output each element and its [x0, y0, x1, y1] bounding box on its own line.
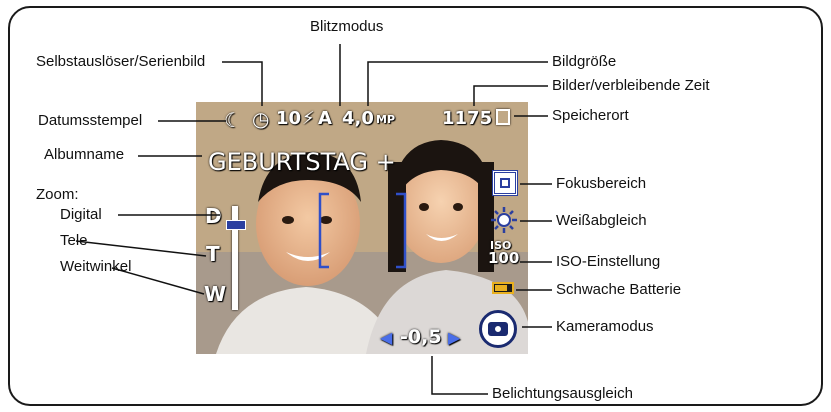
label-picture-size: Bildgröße	[552, 53, 617, 70]
label-album-name: Albumname	[44, 146, 125, 163]
zoom-level-indicator	[226, 220, 246, 231]
label-focus-area: Fokusbereich	[556, 175, 647, 192]
exposure-increase-arrow: ▶	[448, 328, 461, 347]
label-exposure-compensation: Belichtungsausgleich	[492, 385, 633, 402]
date-stamp-icon: ☾	[224, 108, 242, 132]
focus-bracket-right	[396, 192, 407, 269]
camera-mode-icon	[479, 310, 517, 348]
storage-card-icon	[496, 109, 510, 125]
label-pictures-time-remaining: Bilder/verbleibende Zeit	[552, 77, 710, 94]
self-timer-count: 10	[276, 108, 302, 129]
label-low-battery: Schwache Batterie	[556, 281, 682, 298]
label-zoom-tele: Tele	[60, 232, 88, 249]
exposure-value: -0,5	[400, 326, 442, 348]
low-battery-icon	[492, 282, 514, 294]
iso-label: ISO	[490, 239, 512, 252]
label-iso-setting: ISO-Einstellung	[556, 253, 661, 270]
focus-area-icon	[492, 170, 518, 196]
zoom-tele-letter: T	[206, 242, 220, 266]
exposure-decrease-arrow: ◀	[380, 328, 393, 347]
camera-lcd-screen: ☾ ◷ 10 ⚡ A 4,0 MP 1175 GEBURTSTAG + D T …	[196, 102, 528, 354]
label-zoom-wide: Weitwinkel	[60, 258, 132, 275]
zoom-digital-letter: D	[205, 204, 222, 228]
flash-icon: ⚡	[302, 108, 315, 129]
resolution-unit: MP	[376, 113, 396, 126]
label-white-balance: Weißabgleich	[556, 212, 647, 229]
resolution-value: 4,0	[342, 108, 374, 129]
zoom-wide-letter: W	[204, 282, 227, 306]
diagram-frame	[8, 6, 823, 406]
label-date-stamp: Datumsstempel	[38, 112, 143, 129]
label-flash-mode: Blitzmodus	[310, 18, 384, 35]
label-zoom-digital: Digital	[60, 206, 102, 223]
album-name: GEBURTSTAG +	[208, 148, 396, 176]
label-storage-location: Speicherort	[552, 107, 629, 124]
flash-mode-value: A	[318, 108, 332, 129]
label-self-timer-burst: Selbstauslöser/Serienbild	[36, 53, 206, 70]
self-timer-icon: ◷	[252, 107, 270, 131]
zoom-scale-bar	[226, 206, 246, 310]
label-zoom: Zoom:	[36, 186, 79, 203]
pictures-remaining: 1175	[442, 108, 493, 129]
iso-value: 100	[488, 249, 520, 267]
label-camera-mode: Kameramodus	[556, 318, 654, 335]
white-balance-icon	[490, 206, 518, 234]
focus-bracket-left	[318, 192, 329, 269]
